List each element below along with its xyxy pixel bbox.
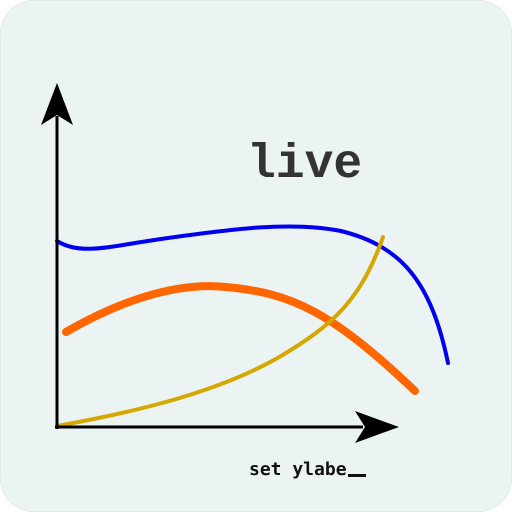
series-orange-line: [62, 282, 419, 395]
live-label: live: [247, 138, 363, 192]
command-text: set ylabe: [249, 459, 347, 480]
series-yellow-line: [55, 235, 385, 428]
arrow-up-icon: [41, 83, 73, 125]
command-prompt: set ylabe: [249, 461, 366, 479]
arrow-right-icon: [355, 411, 399, 443]
series-blue-line: [55, 224, 450, 365]
underscore-cursor-icon: [347, 474, 366, 477]
